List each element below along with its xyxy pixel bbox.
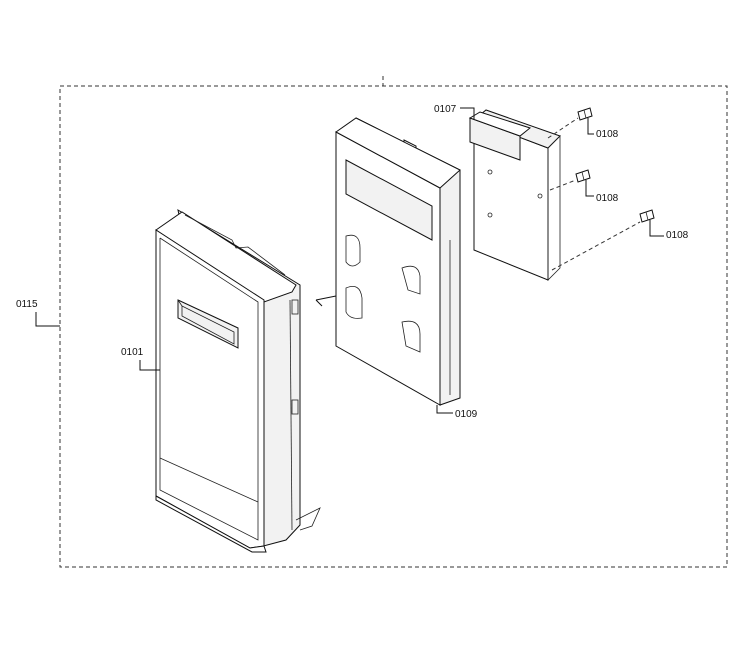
screw-label-group-2: 0108 — [585, 180, 619, 204]
screw-label-1: 0108 — [596, 129, 619, 140]
assembly-label: 0115 — [16, 299, 38, 310]
screw-label-group-3: 0108 — [649, 220, 689, 241]
control-panel-label: 0101 — [121, 347, 144, 358]
screw-label-group-1: 0108 — [587, 118, 619, 140]
panel-frame-label-group: 0109 — [436, 405, 478, 420]
panel-frame-label: 0109 — [455, 409, 478, 420]
panel-frame-part — [315, 117, 461, 406]
pcb-module-part — [468, 109, 561, 281]
screw-label-3: 0108 — [666, 230, 689, 241]
screw-part-2 — [549, 169, 591, 191]
pcb-module-label: 0107 — [434, 104, 457, 115]
screw-label-2: 0108 — [596, 193, 619, 204]
assembly-label-group: 0115 — [16, 299, 60, 327]
control-panel-part — [155, 208, 321, 553]
screw-part-3 — [551, 209, 655, 271]
screw-part-1 — [547, 107, 593, 139]
pcb-module-label-group: 0107 — [434, 104, 475, 120]
assembly-boundary — [59, 76, 728, 568]
control-panel-label-group: 0101 — [121, 347, 160, 371]
